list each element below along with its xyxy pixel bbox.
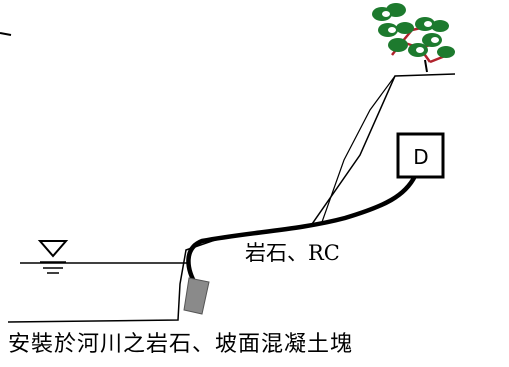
slope-outline	[321, 75, 396, 223]
material-label: 岩石、RC	[245, 241, 340, 265]
tree-icon	[372, 3, 455, 73]
river-bed-profile	[7, 73, 456, 323]
water-level-symbol	[37, 240, 69, 274]
corner-mark	[0, 32, 12, 36]
device-label: D	[413, 145, 429, 169]
device-box	[396, 132, 445, 179]
diagram-caption: 安裝於河川之岩石、坡面混凝土塊	[8, 332, 354, 357]
sensor-cable	[186, 173, 418, 288]
sensor-block	[183, 277, 210, 315]
